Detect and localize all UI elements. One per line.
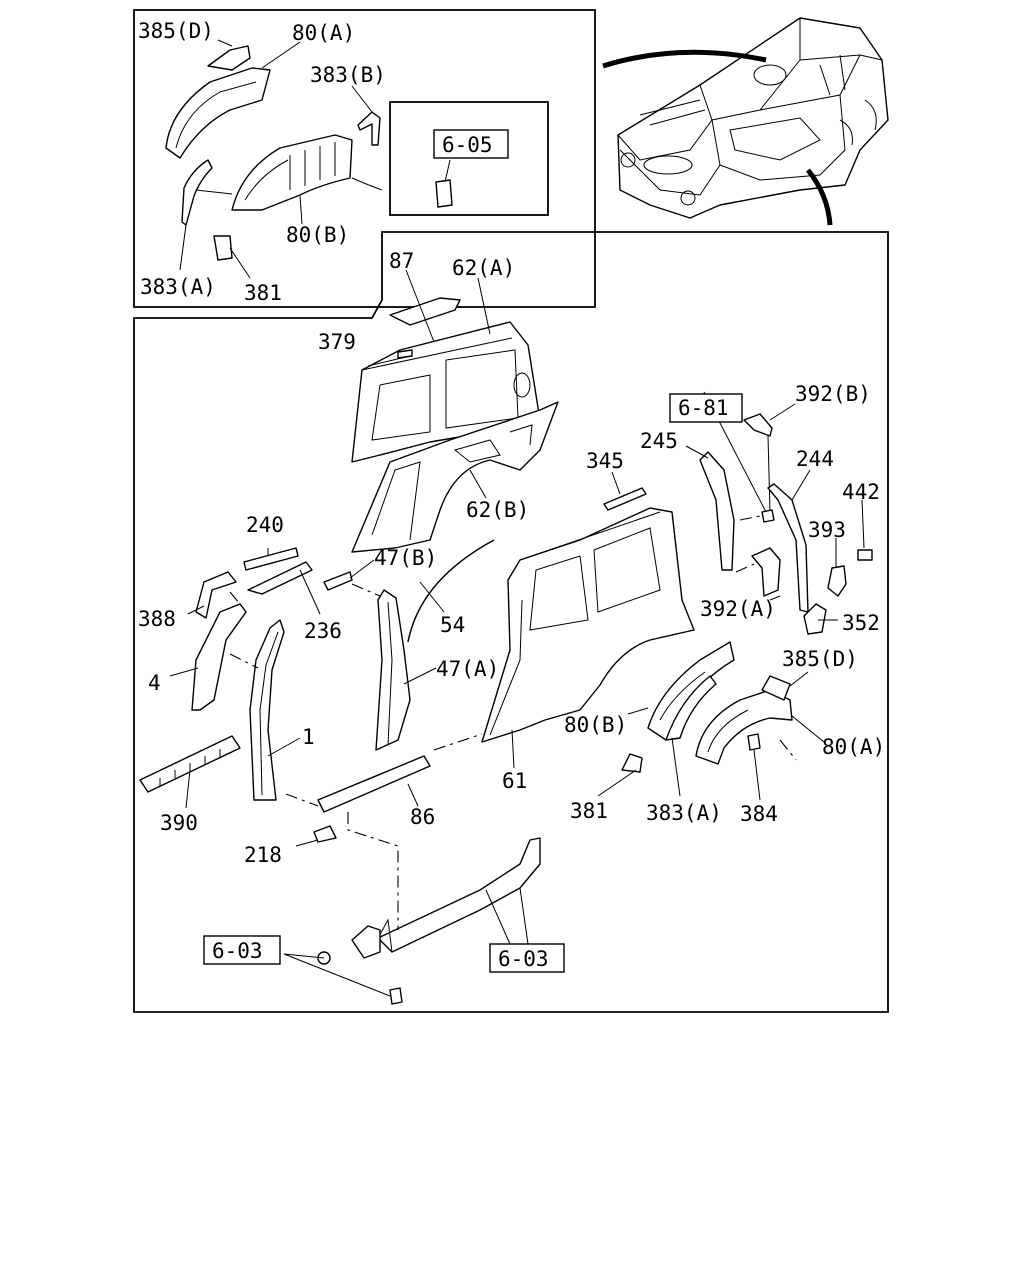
inset-frame [133, 9, 596, 308]
label-385d: 385(D) [782, 647, 858, 671]
label-80a-inset: 80(A) [292, 21, 355, 45]
label-4: 4 [148, 671, 161, 695]
label-392a: 392(A) [700, 597, 776, 621]
main-frame [133, 231, 889, 1013]
label-236: 236 [304, 619, 342, 643]
label-383b-inset: 383(B) [310, 63, 386, 87]
label-47b: 47(B) [374, 546, 437, 570]
ref-box-681 [669, 393, 743, 423]
label-603-right: 6-03 [498, 947, 549, 971]
label-384: 384 [740, 802, 778, 826]
label-385d-inset: 385(D) [138, 19, 214, 43]
main-labels: 87 62(A) 379 6-81 392(B) 245 345 244 442… [138, 249, 885, 971]
label-383a-inset: 383(A) [140, 275, 216, 299]
leader-arc-lower [806, 168, 833, 226]
label-383a: 383(A) [646, 801, 722, 825]
label-61: 61 [502, 769, 527, 793]
label-80b: 80(B) [564, 713, 627, 737]
ref-box-605 [433, 129, 509, 159]
label-379: 379 [318, 330, 356, 354]
label-80a: 80(A) [822, 735, 885, 759]
main-parts [139, 297, 873, 1005]
label-218: 218 [244, 843, 282, 867]
label-393: 393 [808, 518, 846, 542]
label-390: 390 [160, 811, 198, 835]
inset-parts [165, 39, 453, 279]
ref-box-603-right [489, 943, 565, 973]
label-87: 87 [389, 249, 414, 273]
label-352: 352 [842, 611, 880, 635]
label-240: 240 [246, 513, 284, 537]
label-245: 245 [640, 429, 678, 453]
label-86: 86 [410, 805, 435, 829]
label-381-inset: 381 [244, 281, 282, 305]
ref-box-603-left [203, 935, 281, 965]
inset-labels: 385(D) 80(A) 383(B) 6-05 80(B) 383(A) 38… [138, 19, 493, 305]
reference-boxes [203, 129, 743, 973]
label-681: 6-81 [678, 396, 729, 420]
label-605: 6-05 [442, 133, 493, 157]
vehicle-body-shell-illustration [617, 17, 889, 219]
label-244: 244 [796, 447, 834, 471]
inset-ref-box [389, 101, 549, 216]
label-47a: 47(A) [436, 657, 499, 681]
label-442: 442 [842, 480, 880, 504]
label-54: 54 [440, 613, 465, 637]
label-1: 1 [302, 725, 315, 749]
label-62b: 62(B) [466, 498, 529, 522]
leader-arc-upper [602, 49, 767, 69]
label-603-left: 6-03 [212, 939, 263, 963]
label-62a: 62(A) [452, 256, 515, 280]
label-80b-inset: 80(B) [286, 223, 349, 247]
label-381: 381 [570, 799, 608, 823]
label-388: 388 [138, 607, 176, 631]
label-392b: 392(B) [795, 382, 871, 406]
label-345: 345 [586, 449, 624, 473]
